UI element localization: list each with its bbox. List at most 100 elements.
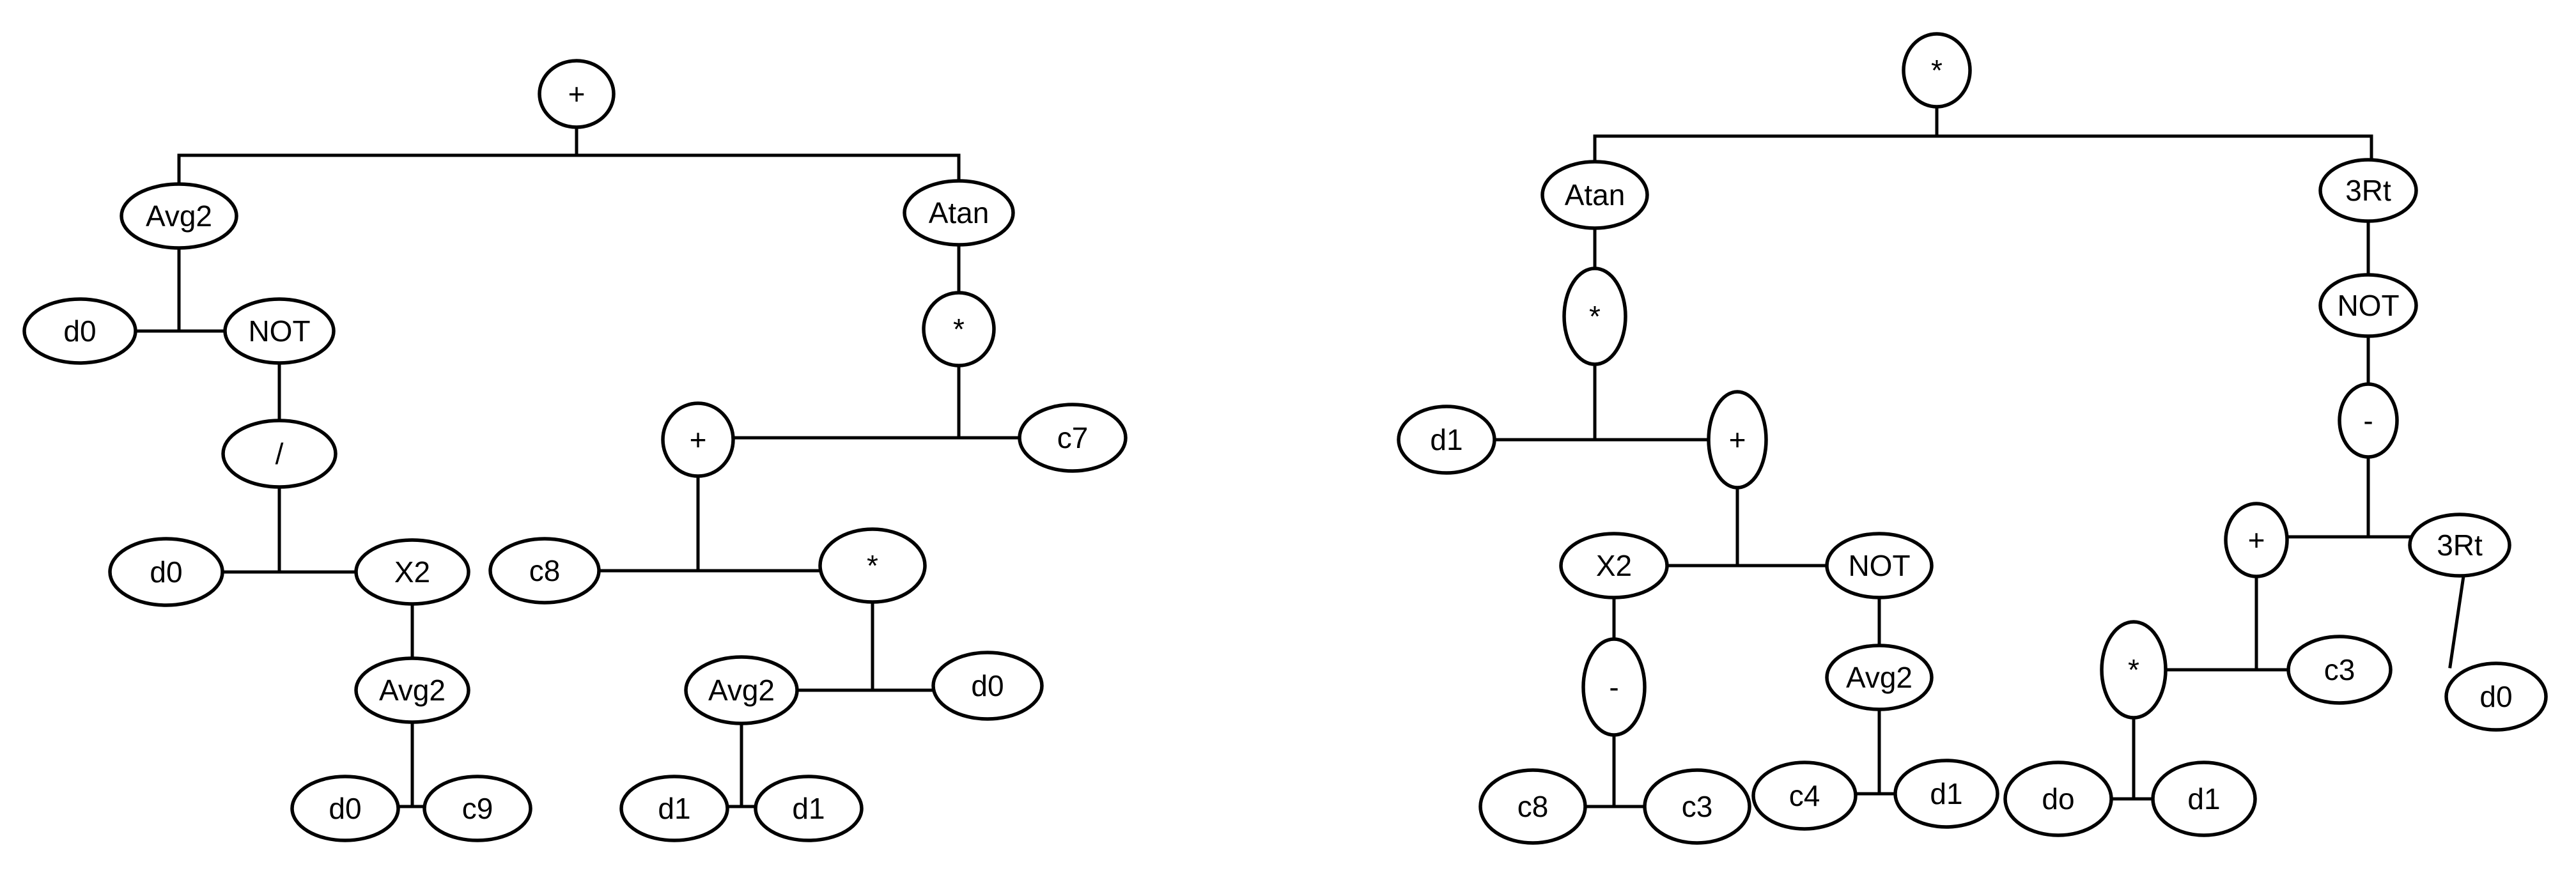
node: d0 <box>22 297 137 365</box>
node-shape <box>2444 661 2548 732</box>
node-shape <box>2318 273 2418 338</box>
node: d0 <box>931 651 1044 721</box>
node-shape <box>931 651 1044 721</box>
node-label: c9 <box>462 792 493 825</box>
node: c7 <box>1018 403 1128 473</box>
node-shape <box>818 527 927 604</box>
node-shape <box>354 538 470 606</box>
node-label: d0 <box>971 669 1004 702</box>
node-shape <box>1562 266 1627 366</box>
node-label: + <box>2248 523 2265 557</box>
node-label: X2 <box>394 555 430 589</box>
node: c4 <box>1751 761 1858 831</box>
node-shape <box>1581 637 1647 737</box>
node-shape <box>1825 532 1934 599</box>
node-shape <box>2100 620 2168 720</box>
node-label: do <box>2042 782 2074 815</box>
node: * <box>818 527 927 604</box>
node-label: c8 <box>529 554 561 587</box>
node: 3Rt <box>2408 513 2511 578</box>
node-shape <box>1540 160 1649 230</box>
node-shape <box>922 291 996 367</box>
node-shape <box>2224 502 2289 578</box>
node-label: NOT <box>248 314 310 348</box>
node-shape <box>1018 403 1128 473</box>
node: do <box>2003 761 2113 837</box>
node-shape <box>1825 644 1934 711</box>
node-label: Avg2 <box>146 199 212 233</box>
node-shape <box>2286 635 2393 705</box>
node-shape <box>22 297 137 365</box>
node-label: - <box>2363 404 2373 437</box>
node-label: * <box>1589 300 1601 333</box>
node-shape <box>2151 761 2257 837</box>
node-label: d1 <box>1430 423 1463 456</box>
edge <box>2448 570 2466 668</box>
node-label: X2 <box>1596 549 1632 582</box>
node-label: + <box>1729 423 1746 456</box>
node-shape <box>619 775 729 842</box>
node-label: NOT <box>1848 549 1910 582</box>
node: Atan <box>1540 160 1649 230</box>
node-shape <box>290 775 400 842</box>
node-shape <box>2318 158 2418 223</box>
node: c9 <box>423 775 532 842</box>
node-label: d1 <box>658 792 690 825</box>
node-shape <box>354 656 470 724</box>
node: c8 <box>1478 768 1587 845</box>
node: * <box>922 291 996 367</box>
node-label: 3Rt <box>2345 174 2391 207</box>
tree-right-edges <box>1493 104 2466 808</box>
node-label: Atan <box>929 196 989 229</box>
node: d0 <box>290 775 400 842</box>
node-label: Avg2 <box>379 674 446 707</box>
node: - <box>2338 382 2399 459</box>
node-shape <box>120 182 238 250</box>
node-label: * <box>2128 653 2139 686</box>
node-label: d0 <box>2479 680 2512 713</box>
node-label: d0 <box>150 555 182 589</box>
node-shape <box>661 401 735 478</box>
tree-left: + Avg2 Atan d0 NOT / d0 X2 <box>22 59 1128 842</box>
node: d0 <box>2444 661 2548 732</box>
node-shape <box>538 59 616 129</box>
node-shape <box>684 655 799 725</box>
node-label: Avg2 <box>708 674 775 707</box>
node: - <box>1581 637 1647 737</box>
node-label: c3 <box>1682 790 1713 823</box>
node: d1 <box>1397 405 1496 475</box>
node-label: * <box>1931 54 1943 87</box>
node-shape <box>1751 761 1858 831</box>
node: X2 <box>1559 532 1669 599</box>
node-label: / <box>275 437 284 470</box>
node-shape <box>2338 382 2399 459</box>
node: Avg2 <box>120 182 238 250</box>
node-label: d1 <box>1930 777 1962 810</box>
node: Avg2 <box>1825 644 1934 711</box>
node-shape <box>221 419 338 489</box>
node-shape <box>2003 761 2113 837</box>
node-shape <box>1397 405 1496 475</box>
node-shape <box>1478 768 1587 845</box>
node: d1 <box>2151 761 2257 837</box>
node: + <box>1707 390 1768 490</box>
node: Avg2 <box>354 656 470 724</box>
node-label: c8 <box>1517 790 1549 823</box>
node-label: + <box>690 423 707 456</box>
node-shape <box>1643 768 1751 845</box>
node: d0 <box>108 537 224 607</box>
node-label: d0 <box>63 314 96 348</box>
tree-right: * Atan 3Rt * d1 + X2 NOT <box>1397 32 2548 845</box>
node-shape <box>1893 759 1999 829</box>
node-label: - <box>1609 670 1618 704</box>
node: + <box>661 401 735 478</box>
node-label: 3Rt <box>2437 529 2483 562</box>
node: d1 <box>1893 759 1999 829</box>
node: NOT <box>223 297 336 365</box>
node-label: NOT <box>2337 289 2399 322</box>
node-label: c4 <box>1789 779 1820 812</box>
node: * <box>1902 32 1972 109</box>
node: Avg2 <box>684 655 799 725</box>
node: X2 <box>354 538 470 606</box>
node-shape <box>423 775 532 842</box>
